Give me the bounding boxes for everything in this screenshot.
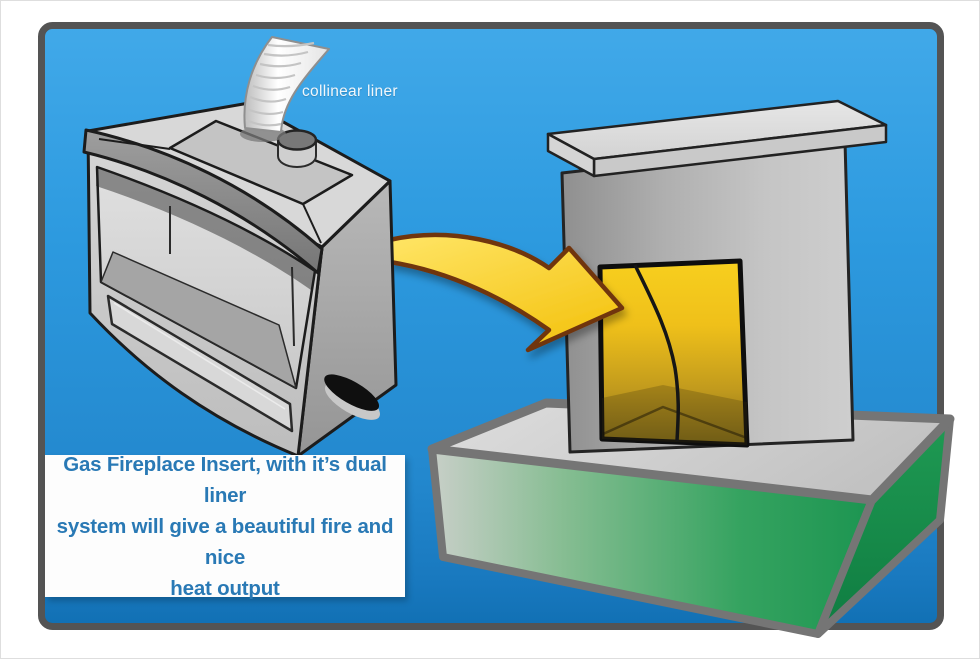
insert-arch-band (82, 128, 324, 275)
firebox (597, 258, 750, 448)
liner-tube (240, 36, 330, 142)
liner-corrugation (245, 41, 315, 127)
fireplace-illustration (546, 99, 888, 454)
insert-interior-shadow (96, 167, 315, 290)
collinear-liner-label: collinear liner (302, 83, 398, 100)
caption-line-2: system will give a beautiful fire and ni… (56, 514, 394, 569)
hearth-illustration (427, 398, 955, 638)
drawer-highlight (113, 302, 286, 410)
firebox-corner-line (633, 264, 680, 442)
liner-tube-body (243, 36, 330, 133)
firebox-floor-shade (602, 385, 747, 445)
insert-interior-floor (100, 251, 297, 389)
insert-illustration (82, 36, 398, 458)
glass-seam-right (291, 266, 295, 347)
top-seam-right (302, 203, 322, 244)
insert-drawer-panel (106, 294, 294, 433)
mantel-cap-left-end (546, 132, 596, 178)
curved-arrow-icon (386, 232, 625, 353)
insert-top-panel (168, 119, 354, 206)
side-vent (324, 374, 380, 420)
top-seam-left (98, 138, 171, 150)
caption-box: Gas Fireplace Insert, with it’s dual lin… (45, 453, 405, 600)
caption-line-1: Gas Fireplace Insert, with it’s dual lin… (63, 452, 387, 507)
firebox-floor-line (602, 405, 748, 440)
caption-line-3: heat output (170, 576, 280, 600)
firebox-opening (597, 258, 750, 448)
caption-text: Gas Fireplace Insert, with it’s dual lin… (45, 449, 405, 604)
